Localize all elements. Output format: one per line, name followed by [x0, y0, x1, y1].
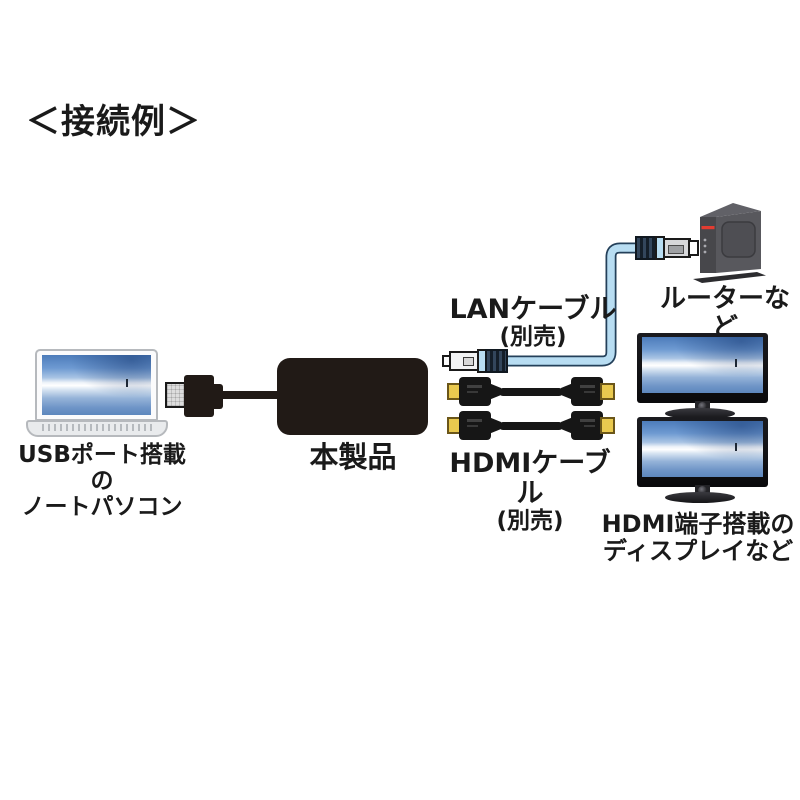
hdmi-connector-left — [459, 377, 491, 406]
hdmi-strain-relief-right — [561, 383, 572, 400]
hdmi-cable-label-line2: (別売) — [496, 508, 564, 535]
usb-cable — [221, 391, 279, 399]
displays-label: HDMI端子搭載の ディスプレイなど — [600, 511, 796, 565]
usb-plug-metal-tip — [165, 382, 186, 408]
router-red-stripe — [701, 226, 715, 230]
hdmi-strain-relief-right — [561, 417, 572, 434]
display-monitor-2 — [637, 417, 768, 503]
monitor-stand-hinge — [698, 402, 707, 411]
usb-plug-body — [184, 375, 214, 417]
monitor-stand-base — [665, 492, 735, 503]
lan-cable-core — [504, 244, 640, 365]
lan-cable-label-line2: (別売) — [499, 324, 567, 351]
monitor-bezel — [637, 333, 768, 403]
displays-label-line2: ディスプレイなど — [602, 536, 794, 565]
lan-connector-product-side — [442, 349, 508, 373]
router-led — [703, 250, 707, 254]
hdmi-strain-relief-left — [490, 383, 501, 400]
hdmi-connector-left — [459, 411, 491, 440]
laptop-label-line2: ノートパソコン — [21, 493, 183, 520]
hdmi-cable-label: HDMIケーブル (別売) — [445, 448, 615, 535]
hdmi-connector-right — [571, 411, 603, 440]
product-label: 本製品 — [309, 440, 397, 474]
hdmi-connector-right — [571, 377, 603, 406]
hdmi-gold-tip-right — [600, 383, 615, 400]
hdmi-cord — [499, 387, 563, 396]
monitor-screen — [642, 337, 763, 393]
hdmi-cable-1 — [446, 377, 616, 406]
usb-plug-neck — [212, 384, 223, 409]
rj45-tip — [688, 240, 699, 256]
router-illustration — [693, 203, 766, 283]
hdmi-cable-label-line1: HDMIケーブル — [449, 448, 611, 510]
monitor-screen — [642, 421, 763, 477]
product-box — [277, 358, 428, 435]
router-front-face — [700, 217, 716, 273]
monitor-bezel — [637, 417, 768, 487]
lan-connector-router-side — [635, 236, 699, 260]
router-led — [703, 244, 707, 248]
laptop-illustration — [35, 349, 158, 421]
rj45-boot — [635, 236, 657, 260]
router-side-panel — [721, 221, 756, 258]
laptop-label-line1: USBポート搭載の — [18, 442, 186, 494]
router-top-face — [700, 203, 761, 217]
page-title: ＜接続例＞ — [26, 102, 201, 142]
lan-cable-label-line1: LANケーブル — [449, 294, 617, 325]
monitor-stand-hinge — [698, 486, 707, 495]
router-label: ルーターなど — [659, 284, 790, 344]
laptop-screen — [42, 355, 151, 415]
monitor-stand-base — [665, 408, 735, 419]
display-monitor-1 — [637, 333, 768, 419]
router-led — [703, 238, 707, 242]
lan-cable-label: LANケーブル (別売) — [448, 294, 618, 351]
router-stand — [693, 272, 766, 283]
hdmi-gold-tip-right — [600, 417, 615, 434]
rj45-plug — [449, 351, 479, 371]
laptop-label: USBポート搭載の ノートパソコン — [8, 442, 196, 520]
hdmi-strain-relief-left — [490, 417, 501, 434]
displays-label-line1: HDMI端子搭載の — [601, 510, 795, 538]
hdmi-cord — [499, 421, 563, 430]
laptop-keyboard — [42, 424, 152, 431]
hdmi-cable-2 — [446, 411, 616, 440]
rj45-boot — [485, 349, 508, 373]
laptop-keyboard-base — [26, 420, 168, 437]
